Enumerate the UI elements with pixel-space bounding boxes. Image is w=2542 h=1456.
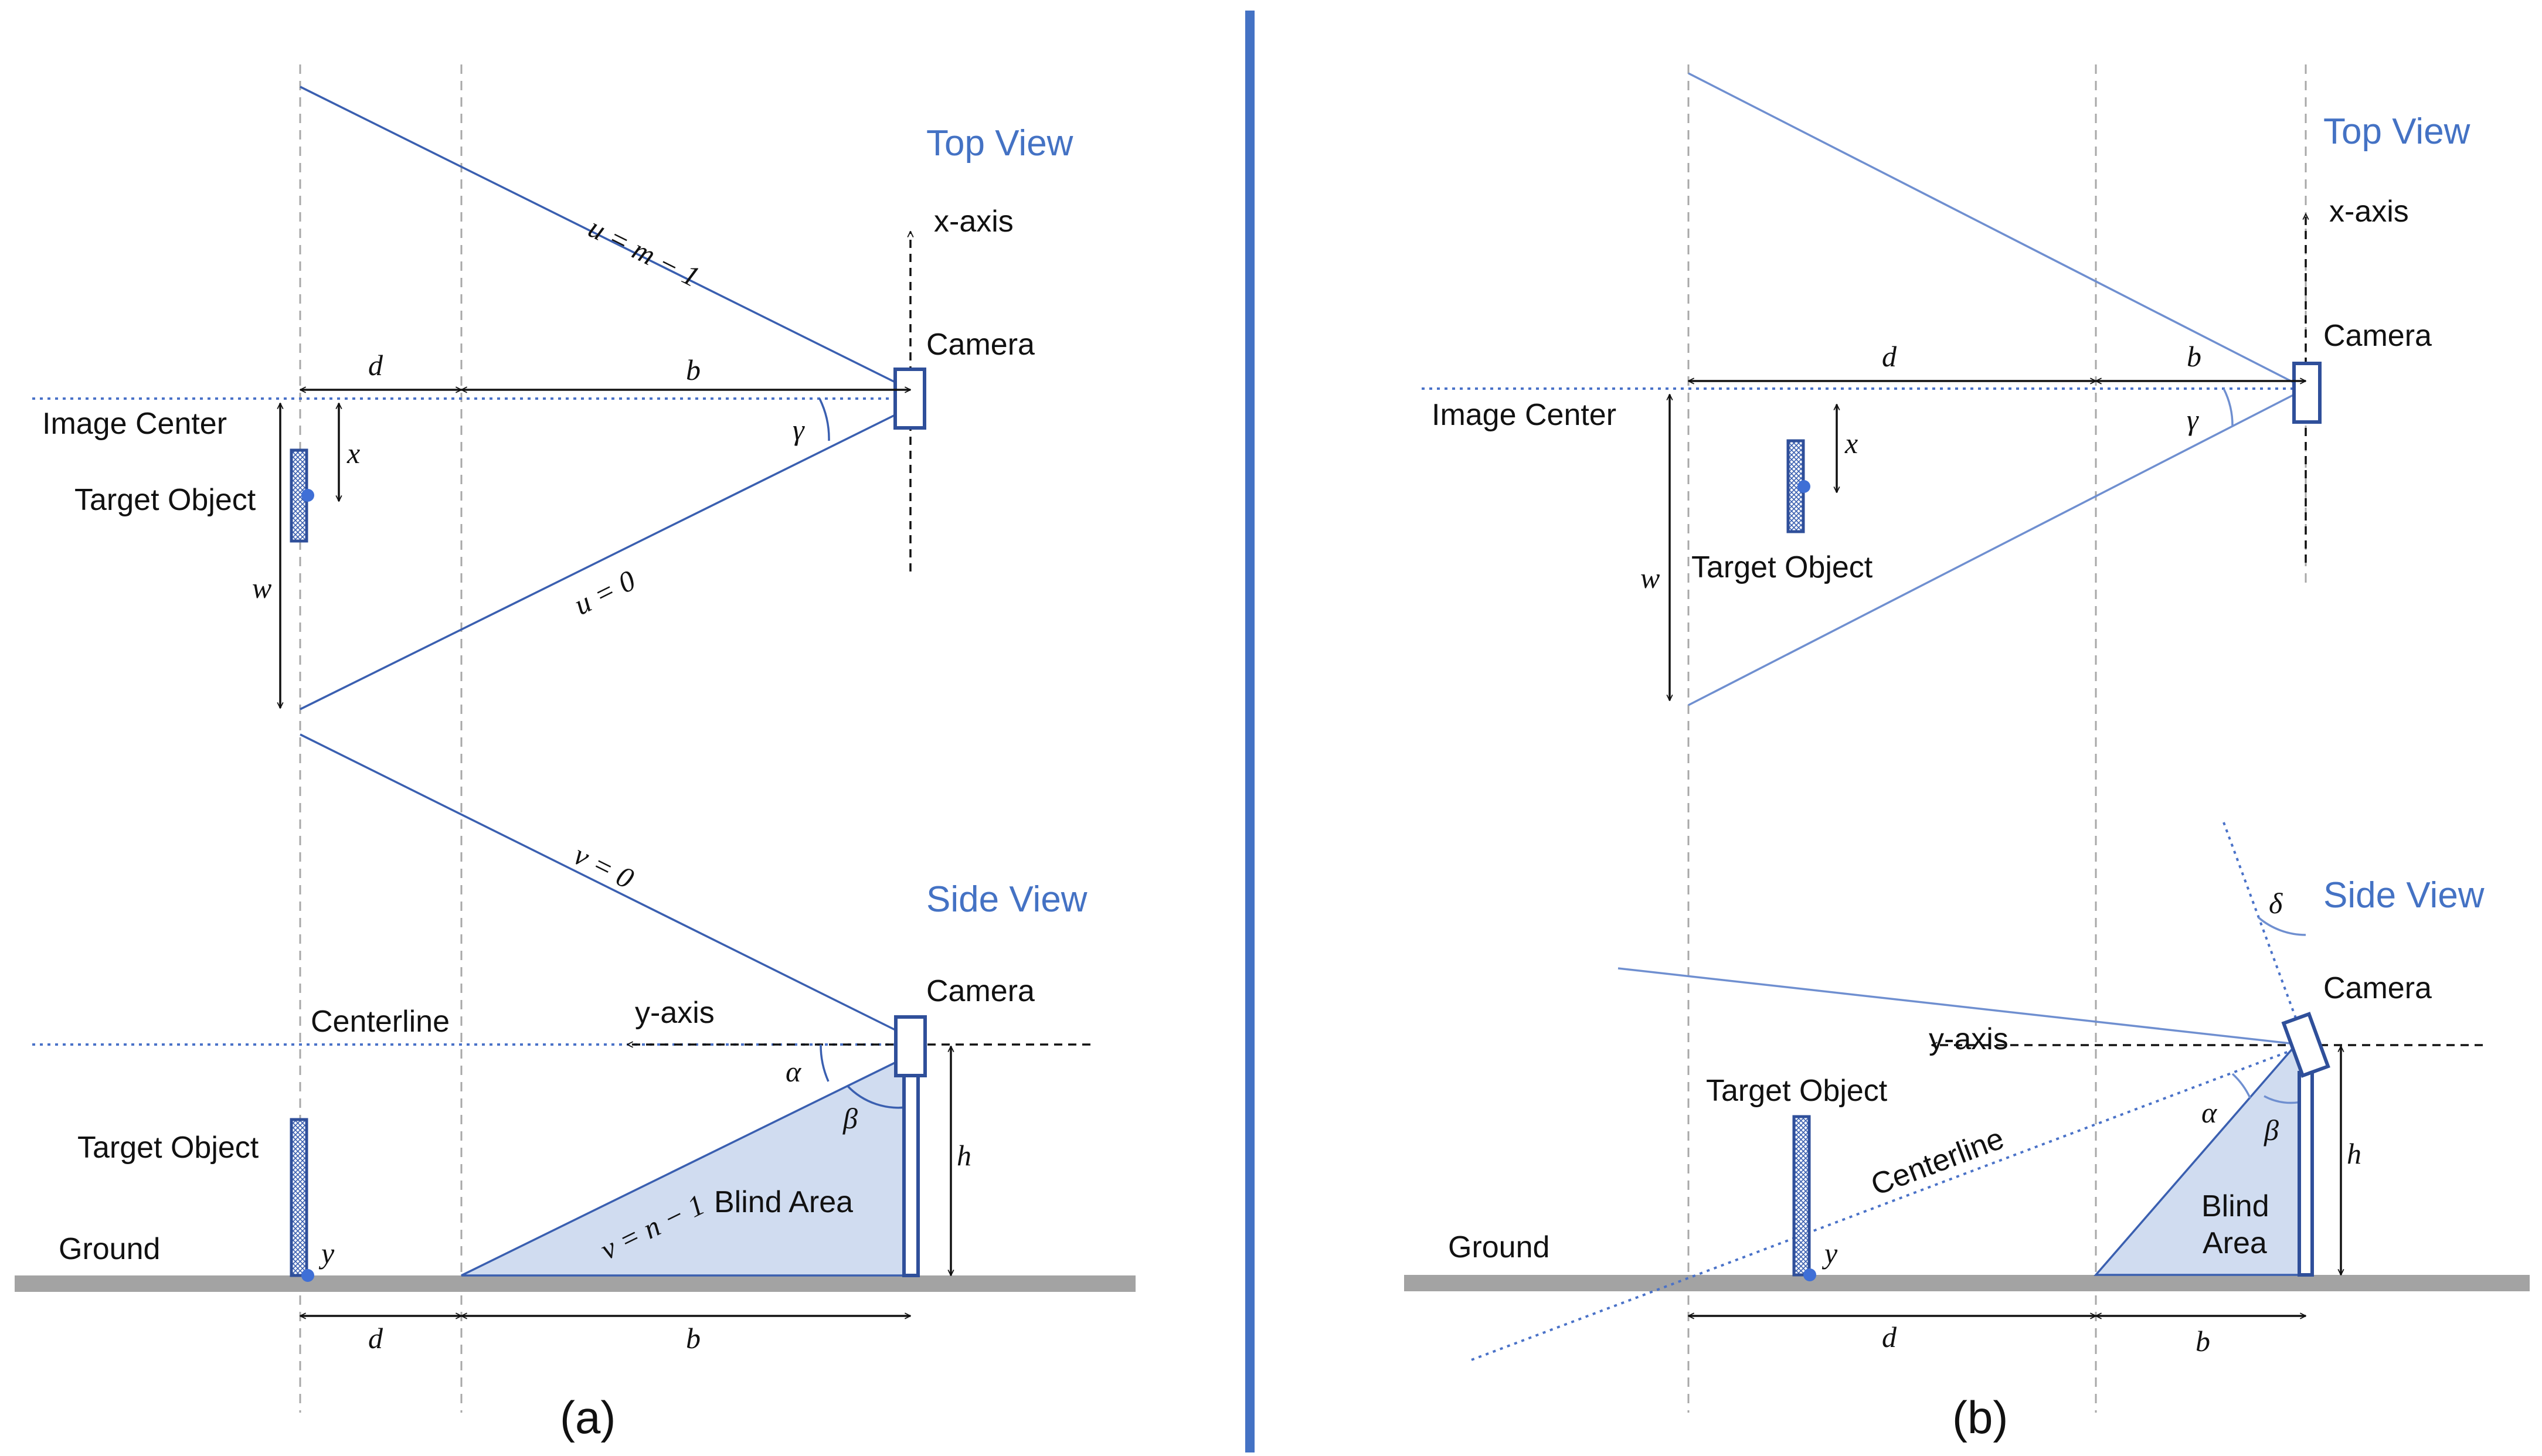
gamma-arc	[818, 398, 830, 441]
camera-top	[893, 368, 926, 430]
ray-upper-label: u = m − 1	[583, 211, 705, 294]
ground-label: Ground	[59, 1232, 160, 1266]
side-view-title-b: Side View	[2323, 875, 2485, 916]
h-label-b: h	[2347, 1137, 2361, 1170]
target-label-top-b: Target Object	[1691, 550, 1873, 584]
w-label: w	[252, 571, 271, 604]
top-view-title-b: Top View	[2323, 111, 2470, 152]
blind-area-label: Blind Area	[714, 1185, 853, 1219]
camera-label-side-b: Camera	[2323, 971, 2432, 1005]
x-axis-label: x-axis	[934, 205, 1014, 239]
camera-side	[894, 1015, 927, 1077]
target-ground-dot-b	[1803, 1268, 1816, 1281]
blind-label-line1: Blind	[2201, 1189, 2269, 1223]
x-label-b: x	[1844, 427, 1858, 460]
alpha-label: α	[786, 1055, 802, 1088]
camera-top-b	[2292, 362, 2322, 424]
y-label: y	[318, 1237, 335, 1270]
top-view-a: Top View x-axis Image Center u = m − 1 u…	[32, 86, 1073, 710]
top-view-b: Top View x-axis Image Center γ Camera d …	[1422, 72, 2470, 706]
ground-bar	[15, 1275, 1136, 1292]
fov-ray-lower	[300, 406, 911, 710]
fov-ray-upper-b	[1688, 72, 2306, 390]
target-center-dot	[301, 489, 314, 502]
caption-b: (b)	[1952, 1392, 2008, 1443]
image-center-label-b: Image Center	[1432, 398, 1616, 432]
blind-area	[461, 1053, 912, 1277]
ground-label-b: Ground	[1448, 1230, 1549, 1264]
camera-label-top-b: Camera	[2323, 319, 2432, 353]
alpha-arc	[820, 1044, 830, 1082]
camera-label-top: Camera	[926, 328, 1035, 362]
side-view-b: Side View Ground Blind Area Centerline δ…	[1404, 822, 2530, 1361]
ray-upper-side	[300, 733, 911, 1039]
target-label-side-b: Target Object	[1706, 1074, 1888, 1108]
beta-label: β	[842, 1102, 858, 1135]
y-axis-label-b: y-axis	[1929, 1022, 2009, 1056]
centerline-label: Centerline	[311, 1005, 450, 1039]
target-object-side	[290, 1118, 308, 1277]
x-axis-label-b: x-axis	[2329, 195, 2409, 229]
b-label-top: b	[686, 353, 701, 386]
d-label-bottom-b: d	[1882, 1321, 1897, 1353]
gamma-arc-b	[2222, 388, 2234, 427]
target-label-side: Target Object	[77, 1131, 259, 1165]
alpha-label-b: α	[2201, 1096, 2218, 1129]
alpha-arc-b	[2231, 1073, 2251, 1098]
target-label-top: Target Object	[74, 483, 256, 517]
target-object-side-b	[1792, 1115, 1811, 1277]
delta-arc	[2257, 916, 2306, 936]
gamma-label: γ	[793, 413, 805, 446]
camera-label-side: Camera	[926, 974, 1035, 1008]
camera-pole-b	[2298, 1071, 2314, 1277]
b-label-top-b: b	[2187, 340, 2201, 373]
ray-upper-label-side: v = 0	[569, 838, 639, 895]
target-center-dot-b	[1797, 480, 1810, 493]
optical-axis	[2222, 822, 2307, 1046]
fov-ray-upper	[300, 86, 911, 391]
panel-divider	[1245, 11, 1255, 1452]
fov-ray-lower-b	[1688, 387, 2306, 706]
y-label-b: y	[1821, 1237, 1838, 1270]
b-label-bottom-b: b	[2196, 1325, 2210, 1358]
w-label-b: w	[1640, 562, 1660, 594]
side-view-title: Side View	[926, 879, 1088, 920]
d-label-top: d	[368, 349, 383, 382]
caption-a: (a)	[560, 1392, 616, 1443]
image-center-label: Image Center	[42, 407, 227, 441]
blind-area-b	[2094, 1030, 2307, 1276]
panel-b: Top View x-axis Image Center γ Camera d …	[1404, 64, 2530, 1443]
centerline-label-b: Centerline	[1867, 1121, 2009, 1202]
camera-pole	[902, 1072, 920, 1277]
d-label-bottom: d	[368, 1322, 383, 1355]
side-view-a: Side View Ground Blind Area v = n − 1 v …	[15, 733, 1136, 1355]
camera-side-b	[2281, 1012, 2330, 1078]
blind-label-line2: Area	[2203, 1226, 2267, 1260]
target-ground-dot	[301, 1269, 314, 1282]
h-label: h	[957, 1139, 971, 1172]
top-view-title: Top View	[926, 123, 1073, 164]
y-axis-label: y-axis	[635, 996, 715, 1030]
delta-label: δ	[2269, 887, 2283, 920]
d-label-top-b: d	[1882, 340, 1897, 373]
gamma-label-b: γ	[2187, 403, 2199, 436]
ray-upper-side-b	[1617, 967, 2306, 1046]
beta-label-b: β	[2264, 1114, 2279, 1147]
ground-bar-b	[1404, 1275, 2530, 1291]
panel-a: Top View x-axis Image Center u = m − 1 u…	[15, 64, 1136, 1443]
b-label-bottom: b	[686, 1322, 701, 1355]
x-label: x	[346, 437, 360, 470]
